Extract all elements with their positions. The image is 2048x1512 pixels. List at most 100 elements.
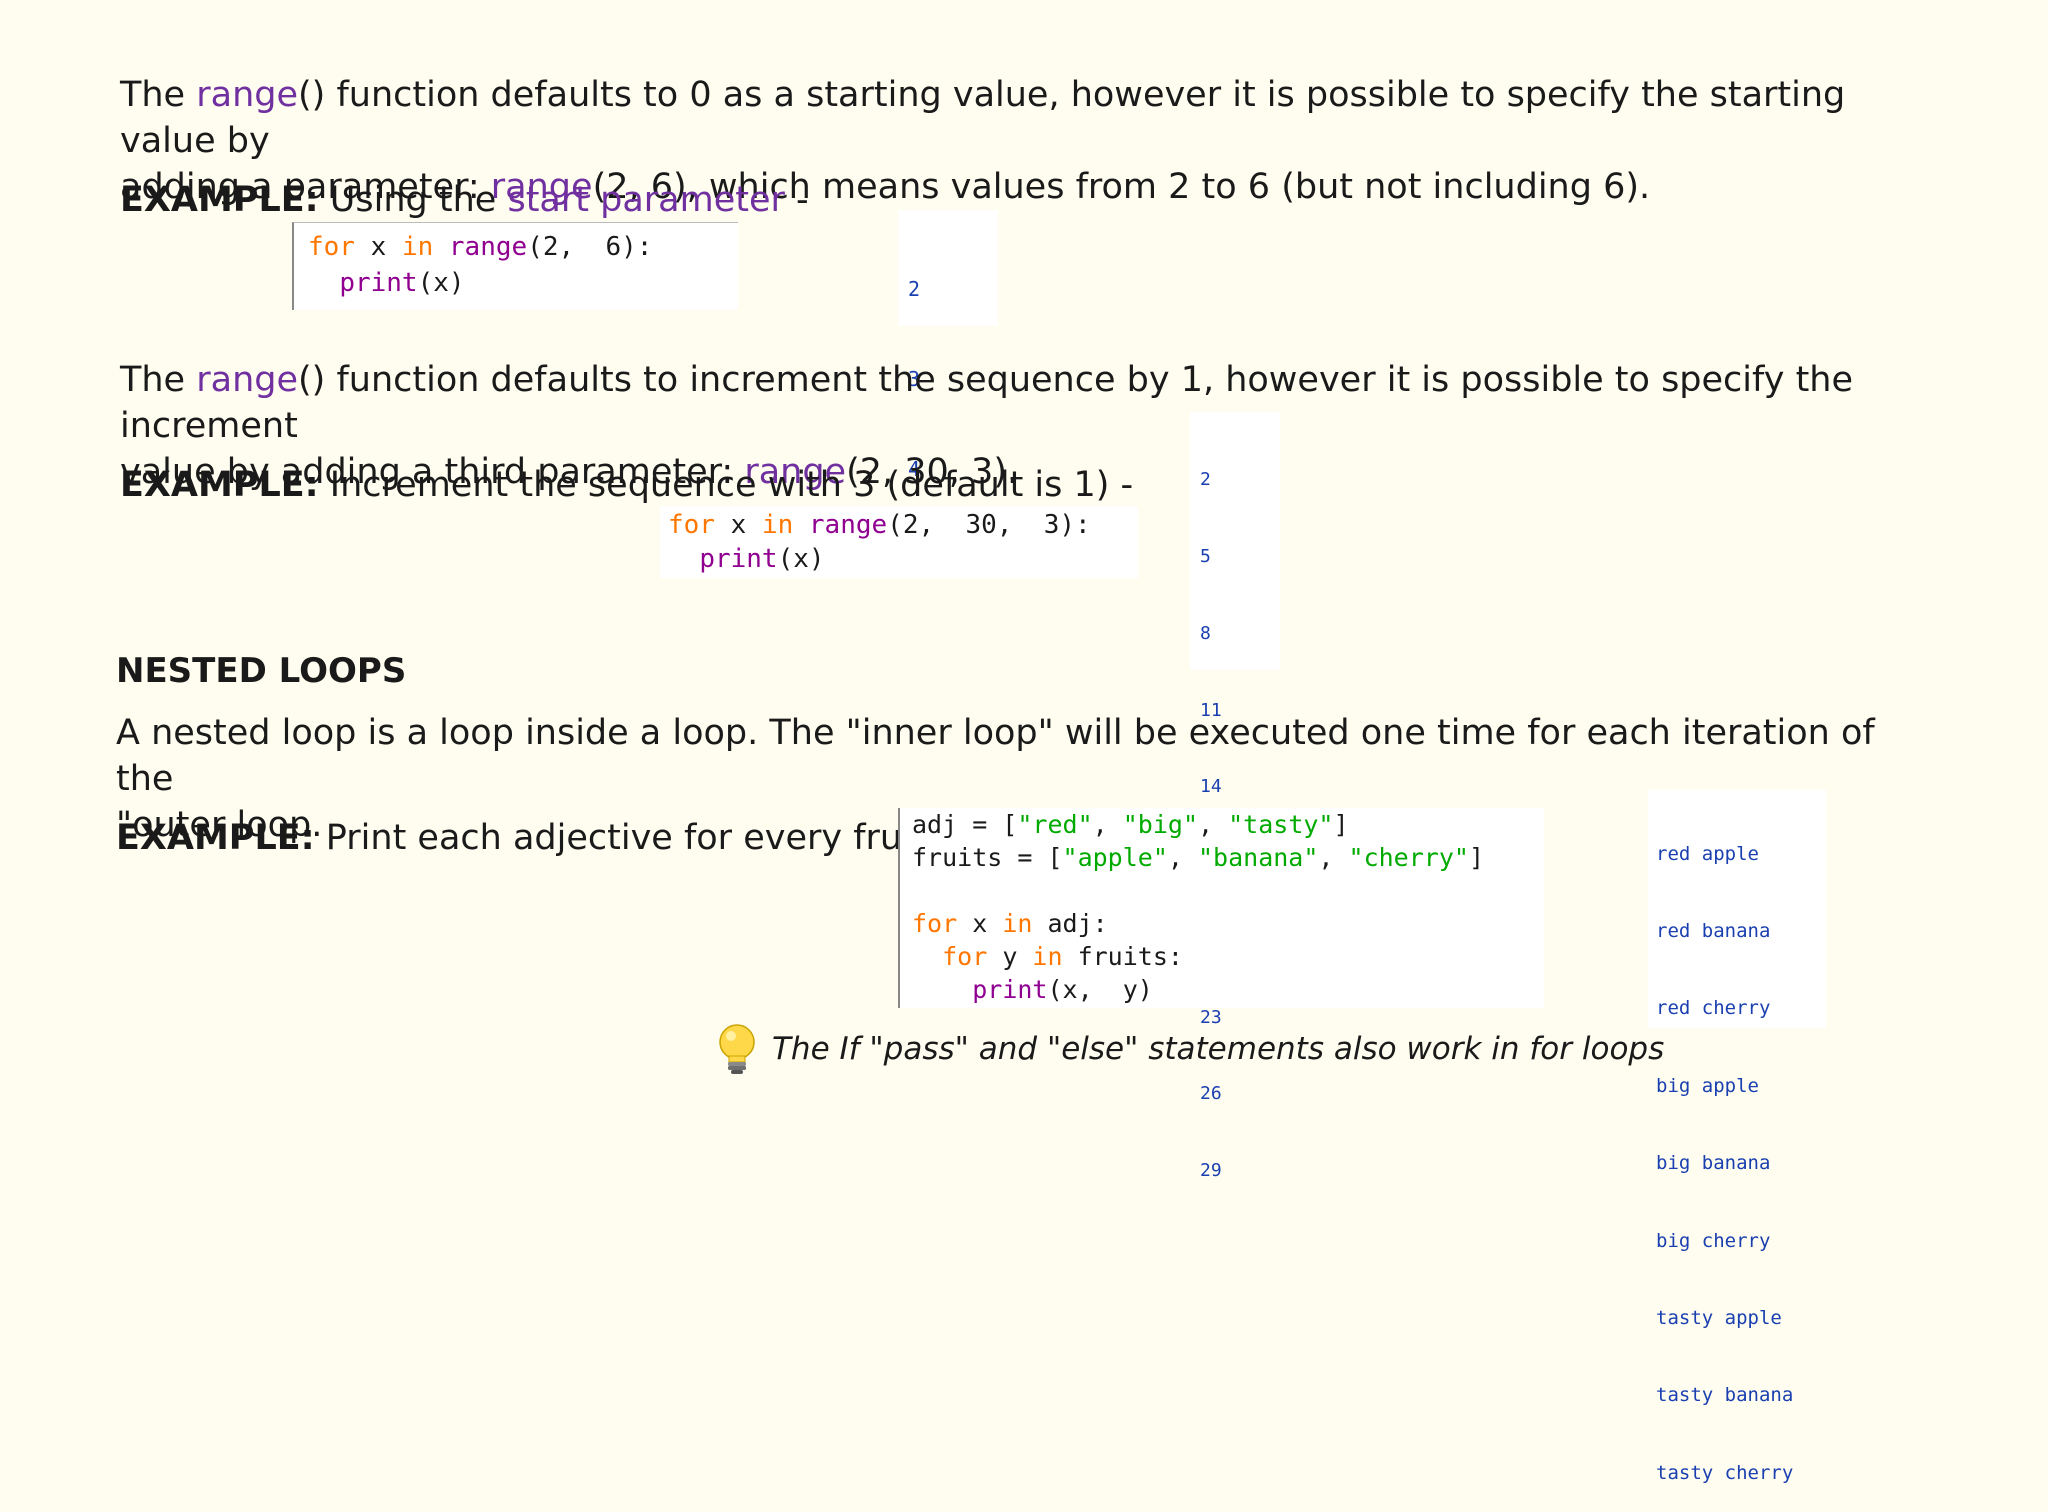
section2-output: 2 5 8 11 14 17 20 23 26 29 [1190,412,1280,1181]
code-string: "banana" [1197,843,1319,872]
code-text: ] [1468,843,1484,872]
text: (2, 30, 3). [846,452,1019,492]
output-line: 3 [908,367,921,391]
example-text: Print each adjective for every fruit: - [314,818,962,858]
code-line: print(x) [308,265,738,301]
text: value by adding a third parameter: [120,452,745,492]
code-text: fruits = [ [912,843,1063,872]
code-text: (2, 30, 3): [887,510,1091,540]
example-text: Increment the sequence with 3 (default i… [318,465,1134,505]
output-line: 4 [908,457,921,481]
output-line: tasty banana [1656,1384,1794,1407]
code-text: , [1198,810,1229,839]
code-text: , [1318,843,1349,872]
code-keyword: in [1032,942,1063,971]
code-indent [308,268,339,298]
code-builtin: range [448,232,528,262]
range-keyword: range [744,452,847,492]
code-keyword: for [668,510,715,540]
code-keyword: for [308,232,355,262]
code-keyword: for [912,909,958,938]
code-line: for x in range(2, 30, 3): [668,508,1138,542]
section3-code-block: adj = ["red", "big", "tasty"]fruits = ["… [898,808,1544,1008]
text: () function defaults to increment the se… [120,360,1854,446]
code-string: "apple" [1062,843,1168,872]
code-keyword: in [1002,909,1033,938]
example-label: EXAMPLE: [120,465,319,505]
code-text: x [957,909,1003,938]
output-line: big cherry [1656,1229,1771,1252]
text: adding a parameter: [120,167,491,207]
code-blank-line: ​ [912,874,1544,907]
output-line: 8 [1200,622,1211,644]
text: The [120,360,197,400]
code-line: adj = ["red", "big", "tasty"] [912,808,1544,841]
code-string: "tasty" [1228,810,1334,839]
text: (2, 6), which means values from 2 to 6 (… [592,167,1651,207]
code-indent [668,544,699,574]
code-indent [912,975,972,1004]
code-text: ] [1333,810,1349,839]
section3-example-line: EXAMPLE: Print each adjective for every … [116,815,961,861]
code-text [793,510,809,540]
tip-text: The If "pass" and "else" statements also… [772,1031,1665,1067]
code-text: (2, 6): [527,232,653,262]
code-text: x [714,510,762,540]
output-line: 26 [1200,1083,1222,1105]
output-line: tasty apple [1656,1306,1782,1329]
example-label: EXAMPLE: [116,818,315,858]
code-text: (x) [417,268,465,298]
code-string: "cherry" [1348,843,1469,872]
code-text [433,232,449,262]
output-line: big apple [1656,1074,1759,1097]
code-text: adj = [ [912,810,1018,839]
output-line: red banana [1656,919,1771,942]
output-line: red apple [1656,842,1759,865]
section3-paragraph: A nested loop is a loop inside a loop. T… [116,710,1916,848]
lightbulb-icon [719,1024,755,1074]
output-line: 14 [1200,776,1222,798]
code-text: (x, y) [1047,975,1153,1004]
section1-output: 2 3 4 5 [898,210,998,571]
code-string: "big" [1122,810,1198,839]
output-line: big banana [1656,1152,1771,1175]
code-text: (x) [777,544,825,574]
output-line: red cherry [1656,997,1771,1020]
code-line: fruits = ["apple", "banana", "cherry"] [912,841,1544,874]
output-line: 2 [908,277,921,301]
code-line: print(x, y) [912,973,1544,1006]
code-builtin: print [972,975,1048,1004]
output-line: 2 [1200,469,1211,491]
nested-loops-heading: NESTED LOOPS [116,651,407,691]
code-builtin: print [699,544,778,574]
section2-code-block: for x in range(2, 30, 3): print(x) [660,506,1138,578]
code-builtin: print [339,268,418,298]
text: "outer loop. [116,805,323,845]
code-keyword: in [401,232,434,262]
code-line: for x in adj: [912,907,1544,940]
code-keyword: for [942,942,988,971]
code-keyword: in [761,510,794,540]
output-line: 29 [1200,1160,1222,1182]
range-keyword: range [196,360,299,400]
section2-example-line: EXAMPLE: Increment the sequence with 3 (… [120,462,1133,508]
code-line: print(x) [668,542,1138,576]
example-text: Using the [318,180,508,220]
text: A nested loop is a loop inside a loop. T… [116,713,1875,799]
code-line: for x in range(2, 6): [308,229,738,265]
code-text: fruits: [1062,942,1183,971]
code-text: x [354,232,402,262]
range-keyword: range [490,167,593,207]
section1-code-block: for x in range(2, 6): print(x) [292,222,738,310]
code-line: for y in fruits: [912,940,1544,973]
section1-paragraph: The range() function defaults to 0 as a … [120,72,1920,210]
code-string: "red" [1017,810,1093,839]
code-text: , [1167,843,1198,872]
text: () function defaults to 0 as a starting … [120,75,1846,161]
output-line: 5 [1200,545,1211,567]
range-keyword: range [196,75,299,115]
code-indent [912,942,942,971]
example-label: EXAMPLE: [120,180,319,220]
example-text: - [784,180,809,220]
section3-output: red apple red banana red cherry big appl… [1648,790,1826,1484]
